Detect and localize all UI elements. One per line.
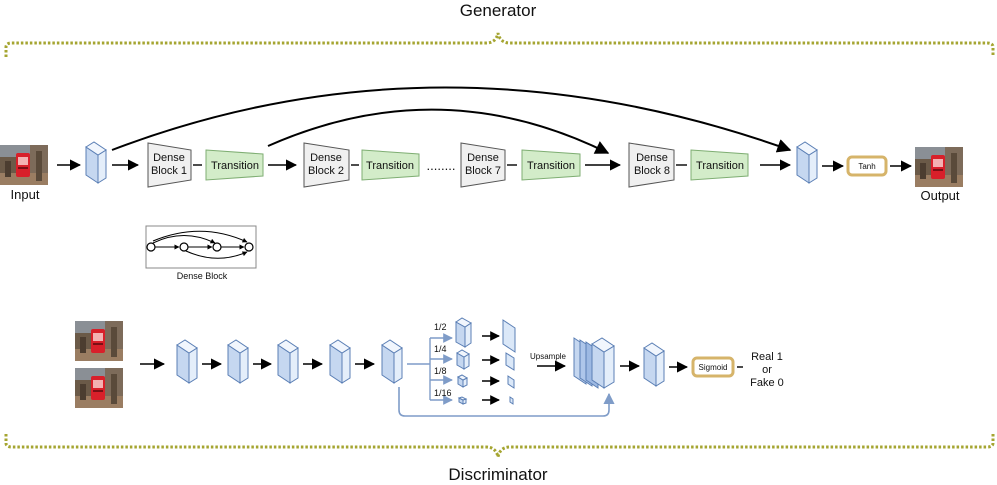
conv-layer (381, 339, 403, 384)
pooled-feature (456, 349, 470, 370)
discriminator-title: Discriminator (448, 465, 548, 484)
tanh-label: Tanh (858, 162, 875, 171)
scale-1-2: 1/2 (434, 322, 447, 332)
upsample-label: Upsample (530, 352, 567, 361)
discriminator-input-image-2 (75, 368, 123, 408)
transition-8-label: Transition (696, 160, 744, 172)
conv-layer (796, 141, 818, 184)
pyramid-pooling (407, 333, 453, 405)
dense-block-1-line2: Block 1 (151, 165, 187, 177)
transition-8 (690, 149, 749, 181)
generator-input-image (0, 145, 48, 185)
pooled-feature-map (502, 319, 516, 353)
input-label: Input (11, 187, 40, 202)
dense-block-1-line1: Dense (153, 152, 185, 164)
skip-connection-inner (267, 108, 610, 154)
transition-7 (521, 149, 581, 181)
result-or: or (762, 364, 772, 376)
conv-layer (277, 339, 299, 384)
generator-bracket (4, 32, 995, 57)
dense-block-8-line2: Block 8 (634, 165, 670, 177)
transition-2 (361, 149, 420, 181)
conv-layer (85, 141, 107, 184)
dense-block-2 (303, 142, 350, 188)
dense-block-1 (147, 142, 192, 188)
pooled-feature-map (507, 375, 515, 389)
dense-block-8-line1: Dense (636, 152, 668, 164)
transition-1-label: Transition (211, 160, 259, 172)
ellipsis: ........ (427, 158, 456, 173)
dense-block-2-line2: Block 2 (308, 165, 344, 177)
result-fake: Fake 0 (750, 377, 784, 389)
pooled-feature (456, 374, 469, 388)
dense-block-caption: Dense Block (177, 271, 228, 281)
dense-block-7-line2: Block 7 (465, 165, 501, 177)
result-real: Real 1 (751, 351, 783, 363)
discriminator-input-image-1 (75, 321, 123, 361)
dense-block-2-line1: Dense (310, 152, 342, 164)
scale-1-16: 1/16 (434, 388, 452, 398)
generator-output-image (915, 147, 963, 187)
pooled-feature (457, 396, 468, 405)
transition-2-label: Transition (366, 160, 414, 172)
dense-block-7 (460, 142, 506, 188)
conv-layer (643, 342, 665, 387)
dense-block-inset (145, 225, 257, 269)
skip-connection-outer (111, 86, 792, 153)
discriminator-bracket (4, 434, 995, 458)
sigmoid-label: Sigmoid (699, 363, 728, 372)
pooled-feature (455, 317, 472, 348)
dense-block-7-line1: Dense (467, 152, 499, 164)
generator-title: Generator (460, 1, 537, 20)
tanh-activation (846, 155, 888, 177)
sigmoid-activation (691, 356, 735, 378)
conv-layer (329, 339, 351, 384)
transition-1 (205, 149, 264, 181)
scale-1-8: 1/8 (434, 366, 447, 376)
scale-1-4: 1/4 (434, 344, 447, 354)
pooled-feature-map (505, 352, 515, 371)
concatenated-features (573, 337, 615, 389)
pooled-feature-map (509, 396, 514, 405)
output-label: Output (920, 188, 959, 203)
transition-7-label: Transition (527, 160, 575, 172)
skip-connection-discriminator (398, 387, 615, 417)
conv-layer (227, 339, 249, 384)
conv-layer (176, 339, 198, 384)
dense-block-8 (628, 142, 675, 188)
